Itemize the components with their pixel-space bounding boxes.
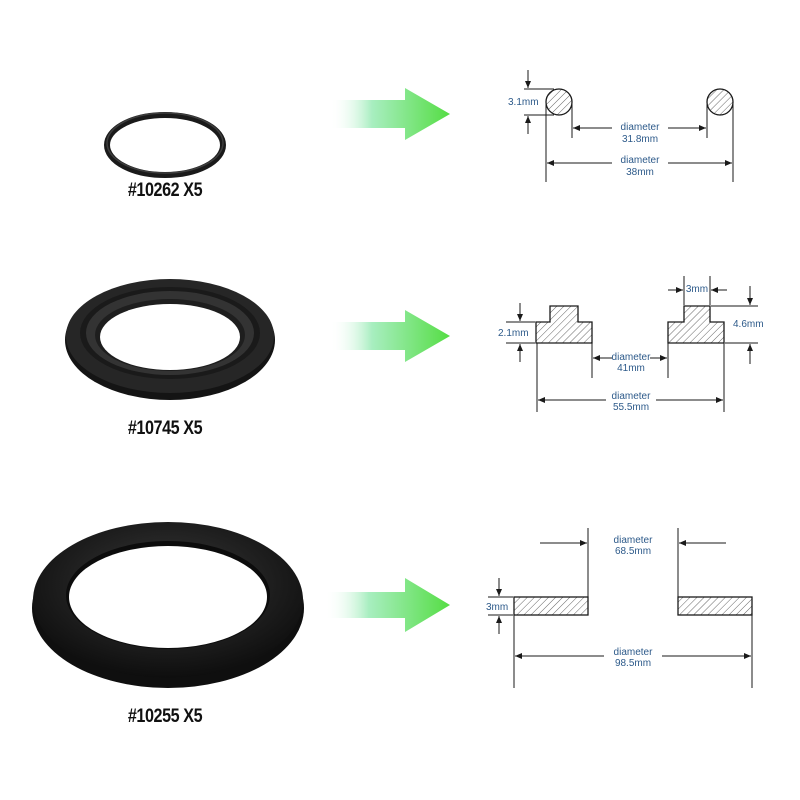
inner-diameter-value: 31.8mm [622, 134, 658, 145]
row-2: 2.1mm 3mm 4.6mm diameter 41mm diameter 5… [65, 276, 764, 413]
green-arrow-icon [325, 578, 450, 632]
cross-section-drawing-1 [524, 70, 734, 182]
part-label-10262: #10262 X5 [127, 180, 203, 201]
row-3: 3mm diameter 68.5mm diameter 98.5mm [32, 522, 753, 688]
outer-diameter-label: diameter [614, 647, 654, 658]
inner-diameter-label: diameter [614, 535, 654, 546]
green-arrow-icon [330, 310, 450, 362]
stepped-gasket-photo [65, 279, 275, 400]
row-1: 3.1mm diameter 31.8mm diameter 38mm [104, 70, 734, 182]
thickness-label: 3mm [486, 602, 508, 613]
cross-section-drawing-3 [488, 528, 753, 688]
outer-diameter-value: 98.5mm [615, 658, 651, 669]
step-width-label: 3mm [686, 284, 708, 295]
outer-diameter-value: 38mm [626, 167, 654, 178]
inner-diameter-label: diameter [612, 352, 652, 363]
o-ring-photo [104, 112, 226, 178]
cross-section-drawing-2 [506, 276, 758, 412]
green-arrow-icon [330, 88, 450, 140]
part-label-10255: #10255 X5 [127, 706, 203, 727]
inner-diameter-value: 68.5mm [615, 546, 651, 557]
inner-diameter-label: diameter [621, 122, 661, 133]
outer-diameter-label: diameter [612, 391, 652, 402]
inner-diameter-value: 41mm [617, 363, 645, 374]
step-thickness-label: 2.1mm [498, 328, 529, 339]
outer-diameter-value: 55.5mm [613, 402, 649, 413]
part-label-10745: #10745 X5 [127, 418, 203, 439]
total-thickness-label: 4.6mm [733, 319, 764, 330]
flat-gasket-photo [32, 522, 304, 688]
thickness-label: 3.1mm [508, 97, 539, 108]
outer-diameter-label: diameter [621, 155, 661, 166]
